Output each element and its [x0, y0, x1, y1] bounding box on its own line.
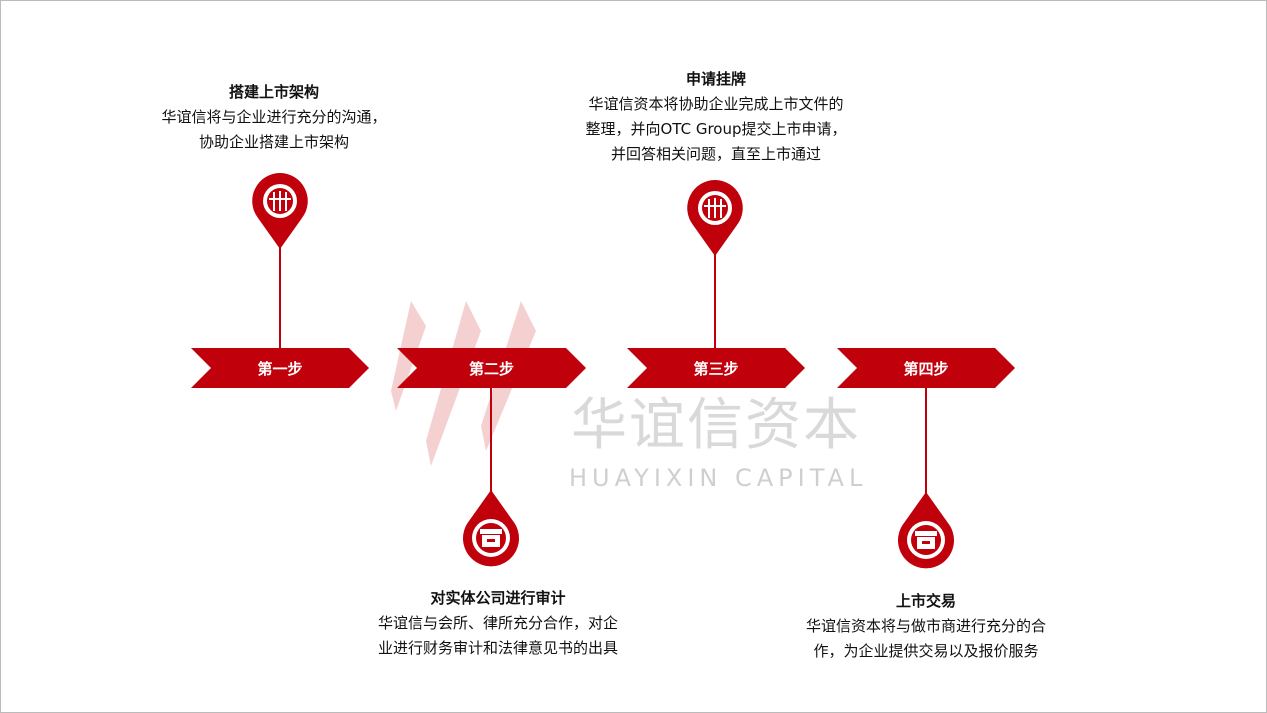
connector-line — [714, 247, 716, 349]
step-4-label: 第四步 — [903, 359, 949, 378]
step-4-line: 作，为企业提供交易以及报价服务 — [813, 642, 1039, 660]
step-4-line: 华谊信资本将与做市商进行充分的合 — [805, 617, 1047, 635]
connector-line — [279, 241, 281, 349]
watermark-cn: 华谊信资本 — [571, 393, 861, 458]
step-1-line: 华谊信将与企业进行充分的沟通， — [161, 108, 387, 126]
step-3-arrow: 第三步 — [627, 348, 805, 388]
step-1-pin-ball-icon — [252, 173, 308, 249]
connector-line — [925, 388, 927, 498]
step-4-drop-box-icon — [898, 492, 954, 569]
connector-line — [490, 388, 492, 498]
step-3-description: 申请挂牌 华谊信资本将协助企业完成上市文件的 整理，并向OTC Group提交上… — [586, 67, 847, 167]
step-2-line: 华谊信与会所、律所充分合作，对企 — [377, 614, 619, 632]
step-3-pin-ball-icon — [687, 180, 743, 256]
step-1-description: 搭建上市架构 华谊信将与企业进行充分的沟通， 协助企业搭建上市架构 — [161, 80, 386, 155]
step-2-line: 业进行财务审计和法律意见书的出具 — [377, 639, 619, 657]
step-1-title: 搭建上市架构 — [228, 83, 320, 101]
step-2-label: 第二步 — [468, 359, 514, 378]
step-1-label: 第一步 — [257, 359, 303, 378]
step-2-arrow: 第二步 — [397, 348, 586, 388]
step-4-description: 上市交易 华谊信资本将与做市商进行充分的合 作，为企业提供交易以及报价服务 — [806, 589, 1046, 664]
step-1-arrow: 第一步 — [191, 348, 369, 388]
step-4-arrow: 第四步 — [837, 348, 1015, 388]
watermark-en: HUAYIXIN CAPITAL — [569, 464, 868, 492]
step-2-description: 对实体公司进行审计 华谊信与会所、律所充分合作，对企 业进行财务审计和法律意见书… — [378, 586, 618, 661]
step-3-line: 整理，并向OTC Group提交上市申请， — [585, 120, 847, 138]
step-3-label: 第三步 — [693, 359, 739, 378]
step-2-title: 对实体公司进行审计 — [430, 589, 566, 607]
step-3-line: 并回答相关问题，直至上市通过 — [610, 145, 821, 163]
step-4-title: 上市交易 — [895, 592, 957, 610]
step-3-title: 申请挂牌 — [685, 70, 746, 88]
step-2-drop-box-icon — [463, 490, 519, 567]
step-1-line: 协助企业搭建上市架构 — [198, 133, 350, 151]
step-3-line: 华谊信资本将协助企业完成上市文件的 — [588, 95, 844, 113]
